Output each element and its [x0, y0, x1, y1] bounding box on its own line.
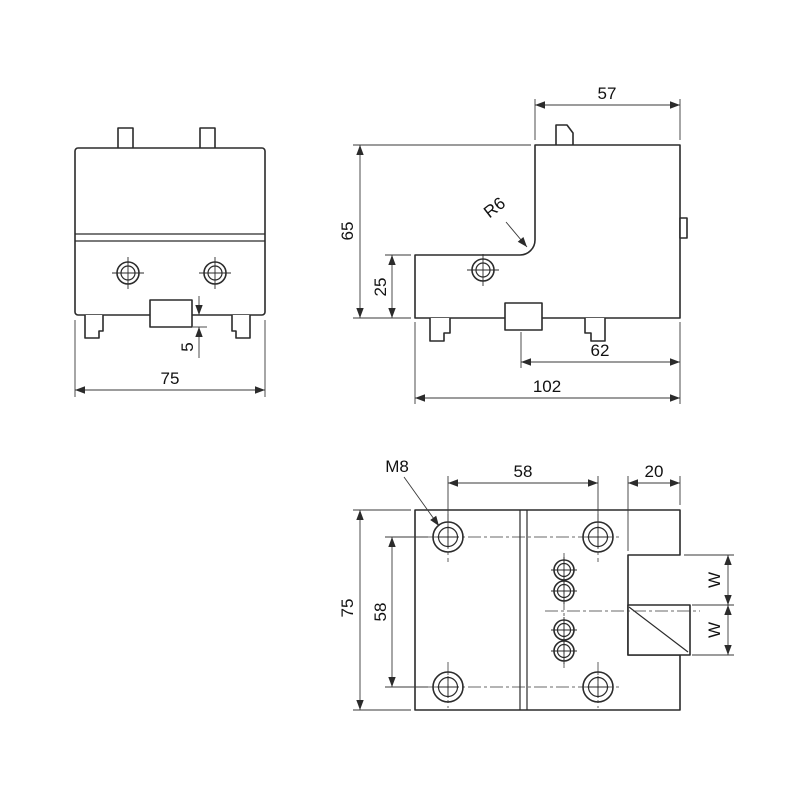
dim-plan-key-width-top: W	[705, 572, 724, 588]
front-key-block	[149, 299, 193, 328]
socket-screw-icon	[582, 521, 614, 553]
socket-screw-icon	[112, 257, 144, 289]
dim-side-total-width: 102	[533, 377, 561, 396]
socket-screw-icon	[199, 257, 231, 289]
socket-screw-icon	[551, 638, 577, 664]
dim-plan-notch-width: 20	[645, 462, 664, 481]
socket-screw-icon	[432, 521, 464, 553]
dim-side-fillet-radius: R6	[480, 193, 509, 221]
dim-plan-hole-spacing-v: 58	[371, 603, 390, 622]
socket-screw-icon	[432, 671, 464, 703]
dim-plan-depth: 75	[338, 599, 357, 618]
socket-screw-icon	[467, 254, 499, 286]
side-view: 57 65 25 R6 62 102	[338, 84, 688, 404]
front-foot-right	[231, 315, 251, 339]
dim-front-notch-offset: 5	[178, 342, 197, 351]
dim-front-width: 75	[161, 369, 180, 388]
front-top-pin-right	[199, 127, 216, 151]
front-top-pin-left	[117, 127, 134, 151]
dim-side-notch-to-edge: 62	[591, 341, 610, 360]
dim-plan-key-width-bottom: W	[705, 622, 724, 638]
side-foot-right	[584, 318, 606, 342]
socket-screw-icon	[582, 671, 614, 703]
dim-side-height: 65	[338, 222, 357, 241]
side-top-pin	[555, 124, 574, 147]
side-r6-leader	[505, 221, 528, 248]
dim-plan-hole-spacing-h: 58	[514, 462, 533, 481]
front-foot-left	[84, 315, 104, 339]
dim-side-top-width: 57	[598, 84, 617, 103]
dim-plan-thread-callout: M8	[385, 457, 409, 476]
side-body-outline	[414, 144, 681, 319]
plan-view: M8 58 20 75 58 W W	[338, 457, 734, 711]
side-foot-left	[429, 318, 451, 342]
front-body-outline	[74, 147, 266, 316]
plan-m8-leader	[403, 476, 440, 527]
front-view: 5 75	[74, 127, 266, 397]
side-right-boss	[679, 217, 688, 239]
socket-screw-icon	[551, 578, 577, 604]
side-key-block	[504, 302, 543, 331]
plan-key-block-chamfer	[628, 606, 689, 653]
dim-side-step-height: 25	[371, 278, 390, 297]
